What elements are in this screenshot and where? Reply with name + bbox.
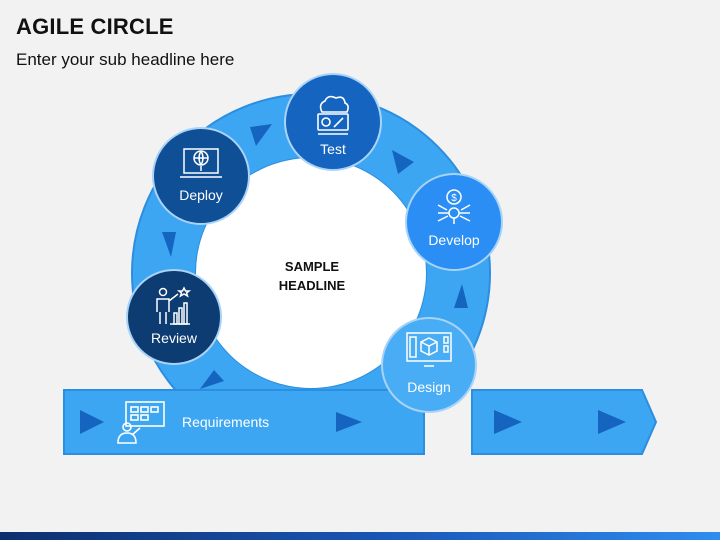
exit-arrow-band: [471, 389, 658, 455]
direction-arrow: [80, 410, 104, 434]
page-title: AGILE CIRCLE: [16, 14, 174, 39]
presenter-board-icon: [117, 401, 165, 444]
center-headline-line2: HEADLINE: [279, 278, 346, 293]
stage-review[interactable]: Review: [126, 269, 222, 365]
stage-design-label: Design: [407, 379, 451, 395]
direction-arrow: [598, 410, 626, 434]
dollar-gear-network-icon: $: [437, 189, 471, 224]
stage-design[interactable]: Design: [381, 317, 477, 413]
presenter-chart-icon: [156, 286, 192, 325]
footer-bar: [0, 532, 720, 540]
direction-arrow: [454, 284, 468, 308]
requirements-label: Requirements: [182, 414, 269, 430]
stage-test-label: Test: [320, 141, 346, 157]
stage-review-label: Review: [151, 330, 198, 346]
svg-text:$: $: [451, 193, 457, 204]
monitor-3d-design-icon: [406, 332, 452, 367]
ring-center: [196, 158, 426, 388]
page-subtitle: Enter your sub headline here: [16, 50, 235, 69]
center-headline-line1: SAMPLE: [285, 259, 340, 274]
direction-arrow: [392, 150, 414, 174]
direction-arrow: [250, 124, 272, 146]
direction-arrow: [200, 370, 224, 389]
cloud-tools-icon: [317, 95, 349, 135]
direction-arrow: [494, 410, 522, 434]
direction-arrow: [336, 412, 362, 432]
stage-test[interactable]: Test: [284, 73, 382, 171]
stage-deploy-label: Deploy: [179, 187, 223, 203]
laptop-globe-icon: [180, 148, 222, 178]
stage-deploy[interactable]: Deploy: [152, 127, 250, 225]
direction-arrow: [162, 232, 176, 257]
stage-develop[interactable]: $ Develop: [405, 173, 503, 271]
stage-develop-label: Develop: [428, 232, 480, 248]
